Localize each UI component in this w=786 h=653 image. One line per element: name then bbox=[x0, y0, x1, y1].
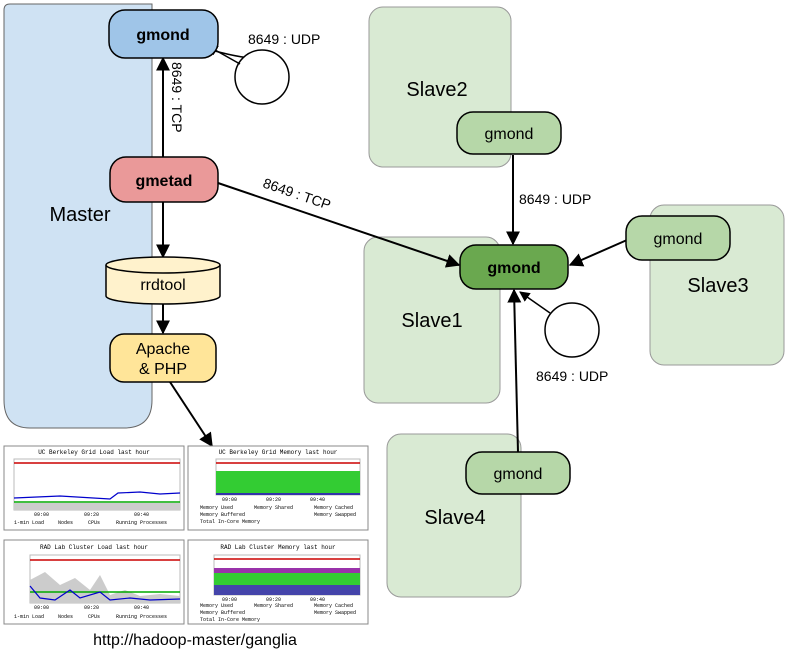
slave3-gmond-label: gmond bbox=[654, 231, 703, 248]
apache-label-line2: & PHP bbox=[139, 361, 187, 378]
slave4-gmond-node bbox=[465, 451, 571, 495]
master-gmond-node bbox=[108, 9, 219, 59]
slave1-gmond-node bbox=[459, 244, 569, 290]
chart-legend-item: Memory Swapped bbox=[314, 610, 356, 616]
rrdtool-node bbox=[105, 256, 221, 305]
chart-legend-item: Memory Cached bbox=[314, 505, 353, 511]
slave1-loop-return bbox=[519, 291, 551, 314]
chart-tick: 09:40 bbox=[310, 597, 325, 603]
chart-legend-item: 1-min Load bbox=[14, 520, 44, 526]
chart-legend-item: Memory Used bbox=[200, 603, 233, 609]
chart-tick: 09:20 bbox=[84, 605, 99, 611]
slave4-gmond-label: gmond bbox=[494, 466, 543, 483]
chart-legend-item: CPUs bbox=[88, 614, 100, 620]
chart-tick: 09:20 bbox=[84, 512, 99, 518]
ganglia-url: http://hadoop-master/ganglia bbox=[93, 632, 297, 649]
chart-title: RAD Lab Cluster Memory last hour bbox=[220, 544, 336, 551]
chart-legend-item: Memory Swapped bbox=[314, 512, 356, 518]
chart-tick: 09:40 bbox=[134, 605, 149, 611]
edge-label-slave2-slave1: 8649 : UDP bbox=[519, 191, 591, 207]
slave1-gmond-label: gmond bbox=[487, 260, 540, 277]
apache-label-line1: Apache bbox=[136, 341, 190, 358]
slave1-loop-circle bbox=[544, 302, 600, 358]
chart-legend-item: Memory Buffered bbox=[200, 610, 245, 616]
slave2-label: Slave2 bbox=[406, 79, 467, 101]
chart-title: UC Berkeley Grid Memory last hour bbox=[219, 449, 338, 456]
chart-tick: 09:00 bbox=[34, 512, 49, 518]
chart-legend-item: Total In-Core Memory bbox=[200, 617, 260, 623]
chart-legend-item: Running Processes bbox=[116, 614, 167, 620]
master-region bbox=[3, 3, 153, 429]
edge-label-gmetad-gmond: 8649 : TCP bbox=[169, 62, 185, 133]
slave3-gmond-node bbox=[625, 215, 731, 261]
chart-legend-item: 1-min Load bbox=[14, 614, 44, 620]
edge-label-gmetad-slave1: 8649 : TCP bbox=[261, 175, 333, 213]
chart-legend-item: Memory Shared bbox=[254, 603, 293, 609]
chart-tick: 09:40 bbox=[134, 512, 149, 518]
chart-tick: 09:00 bbox=[222, 597, 237, 603]
chart-legend-item: CPUs bbox=[88, 520, 100, 526]
chart-tick: 09:20 bbox=[266, 597, 281, 603]
edge-gmetad-to-slave1-gmond bbox=[217, 182, 461, 268]
chart-thumb-radlab-load: RAD Lab Cluster Load last hour 09:00 09:… bbox=[3, 539, 185, 625]
slave2-gmond-label: gmond bbox=[485, 126, 534, 143]
chart-legend-item: Memory Shared bbox=[254, 505, 293, 511]
gmetad-label: gmetad bbox=[136, 173, 193, 190]
chart-tick: 09:20 bbox=[266, 497, 281, 503]
slave4-label: Slave4 bbox=[424, 507, 485, 529]
chart-title: UC Berkeley Grid Load last hour bbox=[38, 449, 150, 456]
chart-thumb-radlab-memory: RAD Lab Cluster Memory last hour 09:00 0… bbox=[187, 539, 369, 625]
master-gmond-label: gmond bbox=[136, 27, 189, 44]
chart-legend-item: Nodes bbox=[58, 614, 73, 620]
edge-apache-to-charts bbox=[169, 381, 213, 448]
chart-legend-item: Memory Cached bbox=[314, 603, 353, 609]
slave2-gmond-node bbox=[456, 111, 562, 155]
slave1-label: Slave1 bbox=[401, 310, 462, 332]
edge-slave3-to-slave1-gmond bbox=[568, 239, 628, 267]
rrdtool-label: rrdtool bbox=[140, 277, 185, 294]
slave3-label: Slave3 bbox=[687, 275, 748, 297]
chart-tick: 09:00 bbox=[34, 605, 49, 611]
master-loop-circle bbox=[234, 49, 290, 105]
edge-label-slave1-loop: 8649 : UDP bbox=[536, 368, 608, 384]
master-label: Master bbox=[49, 204, 110, 226]
chart-legend-item: Total In-Core Memory bbox=[200, 519, 260, 525]
gmetad-node bbox=[109, 156, 219, 203]
chart-legend-item: Memory Used bbox=[200, 505, 233, 511]
chart-thumb-grid-load: UC Berkeley Grid Load last hour 09:00 09… bbox=[3, 445, 185, 531]
apache-php-node bbox=[109, 333, 217, 383]
chart-tick: 09:00 bbox=[222, 497, 237, 503]
chart-tick: 09:40 bbox=[310, 497, 325, 503]
chart-title: RAD Lab Cluster Load last hour bbox=[40, 544, 148, 551]
chart-legend-item: Nodes bbox=[58, 520, 73, 526]
chart-thumb-grid-memory: UC Berkeley Grid Memory last hour 09:00 … bbox=[187, 445, 369, 531]
chart-legend-item: Memory Buffered bbox=[200, 512, 245, 518]
edge-label-master-loop: 8649 : UDP bbox=[248, 31, 320, 47]
chart-legend-item: Running Processes bbox=[116, 520, 167, 526]
edge-slave4-to-slave1-gmond bbox=[507, 288, 522, 453]
